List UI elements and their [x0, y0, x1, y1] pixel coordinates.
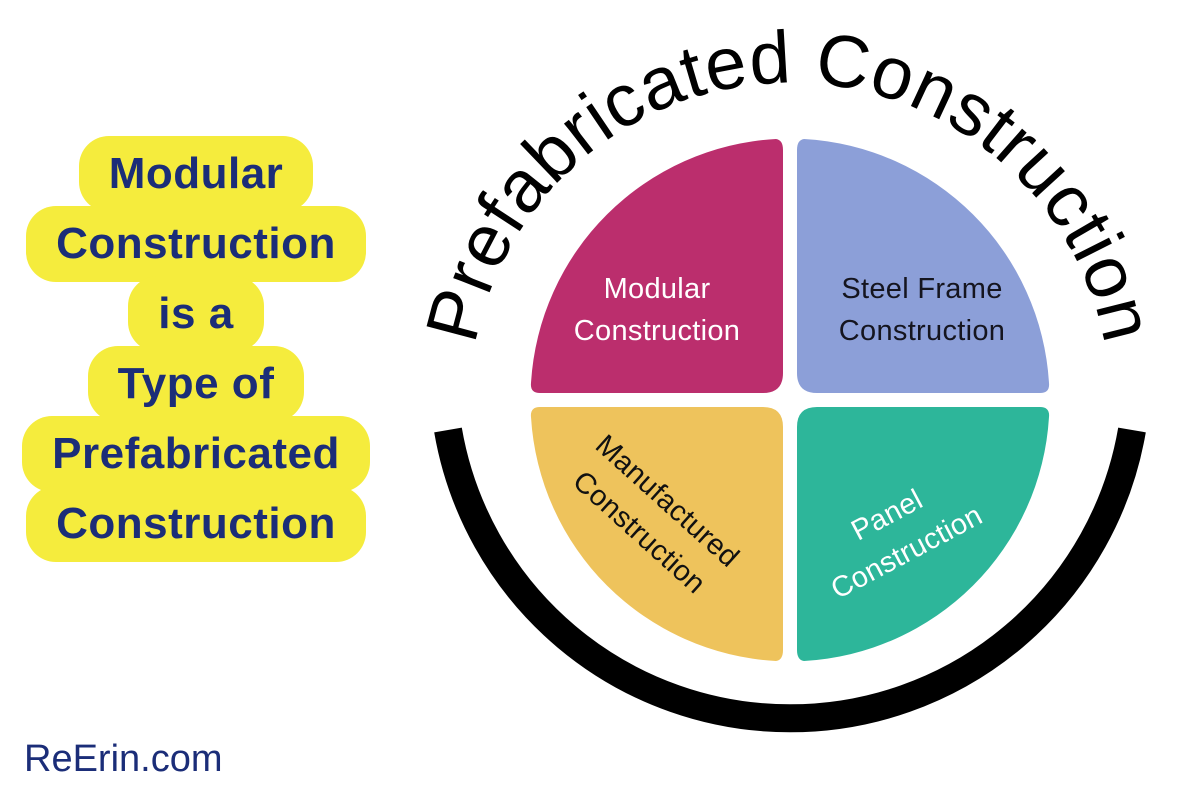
highlight-line: Modular [78, 136, 314, 212]
highlight-text-block: Modular Construction is a Type of Prefab… [0, 136, 392, 562]
highlight-line: Prefabricated [22, 416, 370, 492]
watermark-text: ReErin.com [24, 738, 223, 780]
quadrant-steel-frame-label-line1: Steel Frame [841, 273, 1002, 305]
highlight-line: Construction [26, 206, 366, 282]
bottom-arc [434, 427, 1146, 733]
highlight-line: Type of [87, 346, 305, 422]
arc-title-textpath: Prefabricated Construction [409, 15, 1169, 349]
quadrant-modular-label-line1: Modular [604, 273, 711, 305]
highlight-line: is a [128, 276, 264, 352]
quadrant-panel [797, 407, 1050, 661]
highlight-line: Construction [26, 486, 366, 562]
quadrant-steel-frame-label-line2: Construction [839, 315, 1005, 347]
arc-title-text: Prefabricated Construction [409, 15, 1170, 349]
quadrant-modular [530, 139, 783, 393]
quadrant-steel-frame [797, 139, 1050, 393]
quadrant-modular-label-line2: Construction [574, 315, 740, 347]
quadrant-manufactured [530, 407, 783, 661]
